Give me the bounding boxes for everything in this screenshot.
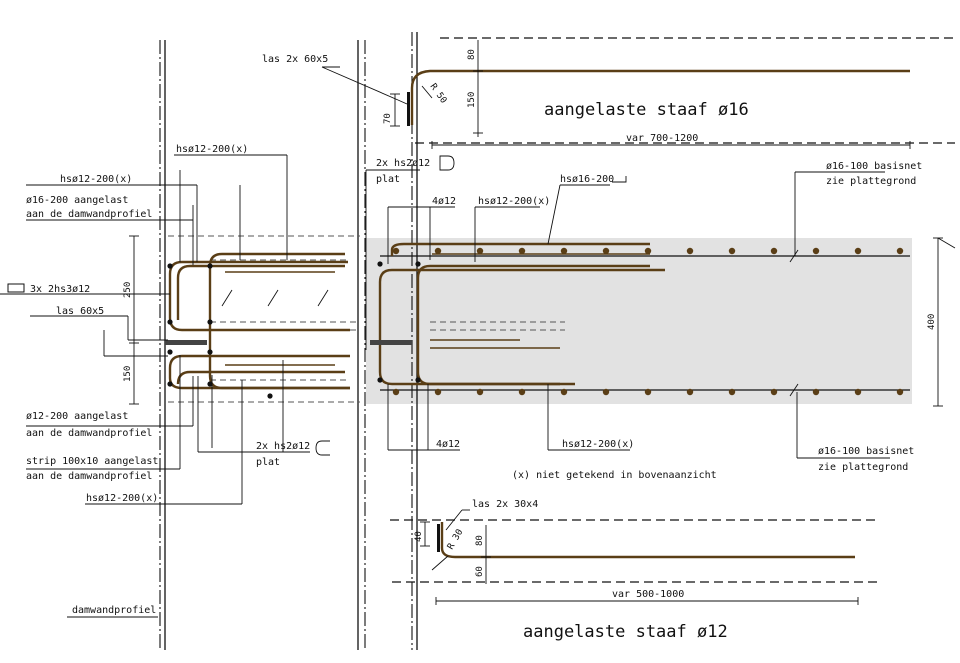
label-d16-200-a: ø16-200 aangelast — [26, 195, 128, 206]
dim-bot-r30: R 30 — [446, 528, 466, 552]
hairpin-symbol — [7, 283, 25, 293]
label-4d12-top: 4ø12 — [432, 196, 456, 207]
label-hs2-12-bot-b: plat — [256, 457, 280, 468]
slab-rebar — [378, 242, 910, 397]
dim-top-70: 70 — [383, 113, 393, 124]
label-d12-200-a: ø12-200 aangelast — [26, 411, 128, 422]
label-las-60x5: las 60x5 — [56, 306, 104, 317]
dim-250: 250 — [123, 282, 133, 298]
label-hs12-200x-left: hsø12-200(x) — [60, 174, 132, 185]
leader-lines — [0, 154, 420, 618]
label-hs2-12-bot-a: 2x hs2ø12 — [256, 441, 310, 452]
label-strip-a: strip 100x10 aangelast — [26, 456, 158, 467]
plate-symbol-top — [439, 155, 455, 171]
bottom-welded-bar-detail — [390, 509, 880, 605]
dim-top-var: var 700-1200 — [626, 133, 698, 144]
left-dimension — [129, 235, 139, 405]
dim-top-150: 150 — [467, 92, 477, 108]
label-hs12-200x-lower: hsø12-200(x) — [86, 493, 158, 504]
label-hs12-200x-mid: hsø12-200(x) — [478, 196, 550, 207]
label-d16-100-top-b: zie plattegrond — [826, 176, 916, 187]
dim-400: 400 — [927, 314, 937, 330]
label-hs2-12-top-b: plat — [376, 174, 400, 185]
label-d16-100-top-a: ø16-100 basisnet — [826, 161, 922, 172]
label-hs3-12: 3x 2hs3ø12 — [30, 284, 90, 295]
dim-bot-var: var 500-1000 — [612, 589, 684, 600]
dim-top-r50: R 50 — [428, 82, 449, 106]
right-dimension — [933, 237, 956, 407]
label-las-2x60x5: las 2x 60x5 — [262, 54, 328, 65]
label-strip-b: aan de damwandprofiel — [26, 471, 152, 482]
label-d16-100-bot-a: ø16-100 basisnet — [818, 446, 914, 457]
dim-bot-80: 80 — [475, 535, 485, 546]
label-las-2x30x4: las 2x 30x4 — [472, 499, 538, 510]
label-damwandprofiel: damwandprofiel — [72, 605, 156, 616]
label-4d12-bot: 4ø12 — [436, 439, 460, 450]
top-welded-bar-detail — [321, 37, 955, 149]
label-d16-200-b: aan de damwandprofiel — [26, 209, 152, 220]
label-hs12-200x-top: hsø12-200(x) — [176, 144, 248, 155]
leader-lines-right — [387, 171, 890, 459]
bottom-bar-title: aangelaste staaf ø12 — [523, 622, 728, 642]
concrete-slab — [366, 238, 912, 404]
top-bar-title: aangelaste staaf ø16 — [544, 100, 749, 120]
dim-bot-40: 40 — [414, 531, 424, 542]
slab-rebar-dots — [377, 247, 904, 396]
note-not-drawn: (x) niet getekend in bovenaanzicht — [512, 470, 717, 481]
label-hs12-200x-bot: hsø12-200(x) — [562, 439, 634, 450]
dim-top-80: 80 — [467, 49, 477, 60]
wall-stirrups — [165, 252, 412, 399]
plate-symbol-bottom — [315, 440, 330, 456]
hs16-symbol — [612, 176, 627, 183]
label-d16-100-bot-b: zie plattegrond — [818, 462, 908, 473]
dim-bot-60: 60 — [475, 566, 485, 577]
dim-150: 150 — [123, 366, 133, 382]
label-hs2-12-top-a: 2x hs2ø12 — [376, 158, 430, 169]
label-hs16-200: hsø16-200 — [560, 174, 614, 185]
label-d12-200-b: aan de damwandprofiel — [26, 428, 152, 439]
